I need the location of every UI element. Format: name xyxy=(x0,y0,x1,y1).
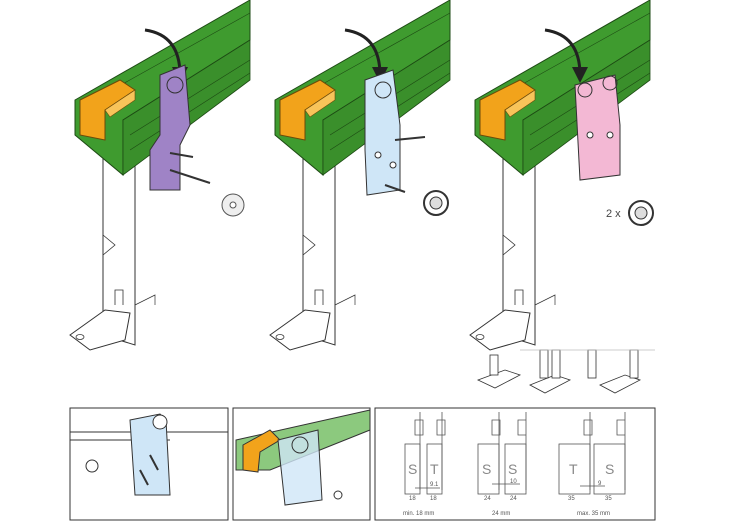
washer-icon xyxy=(221,193,245,217)
spacing-config-min xyxy=(404,412,446,495)
thickness-value: 35 xyxy=(568,496,575,502)
bracket-blue xyxy=(364,69,401,196)
thickness-value: 35 xyxy=(605,496,612,502)
bracket-purple xyxy=(149,64,191,191)
bracket-pink xyxy=(574,74,621,181)
panel-label: S xyxy=(482,461,491,477)
step-3-illustration xyxy=(468,0,652,352)
panel-label: T xyxy=(569,461,578,477)
panel-label: S xyxy=(605,461,614,477)
quantity-label: 2 x xyxy=(606,208,621,220)
spacing-caption: max. 35 mm xyxy=(577,511,610,517)
thickness-value: 18 xyxy=(430,496,437,502)
bearing-icon xyxy=(628,200,654,226)
gap-value: 10 xyxy=(510,479,517,485)
detail-panel-spacing: S T 9.1 18 18 min. 18 mm S S 10 24 24 24… xyxy=(374,407,656,521)
floor-guide-variants xyxy=(476,349,655,394)
spacing-caption: 24 mm xyxy=(492,511,510,517)
panel-label: S xyxy=(408,461,417,477)
bearing-icon xyxy=(423,190,449,216)
step-2-illustration xyxy=(268,0,452,352)
spacing-config-max xyxy=(558,412,626,495)
thickness-value: 24 xyxy=(510,496,517,502)
gap-value: 9 xyxy=(598,481,602,487)
detail-panel-rail xyxy=(232,407,371,521)
thickness-value: 18 xyxy=(409,496,416,502)
spacing-caption: min. 18 mm xyxy=(403,511,434,517)
panel-label: S xyxy=(508,461,517,477)
spacing-config-24 xyxy=(477,412,527,495)
panel-label: T xyxy=(430,461,439,477)
gap-value: 9.1 xyxy=(430,482,439,488)
detail-panel-bracket xyxy=(69,407,229,521)
thickness-value: 24 xyxy=(484,496,491,502)
step-1-illustration xyxy=(68,0,252,352)
